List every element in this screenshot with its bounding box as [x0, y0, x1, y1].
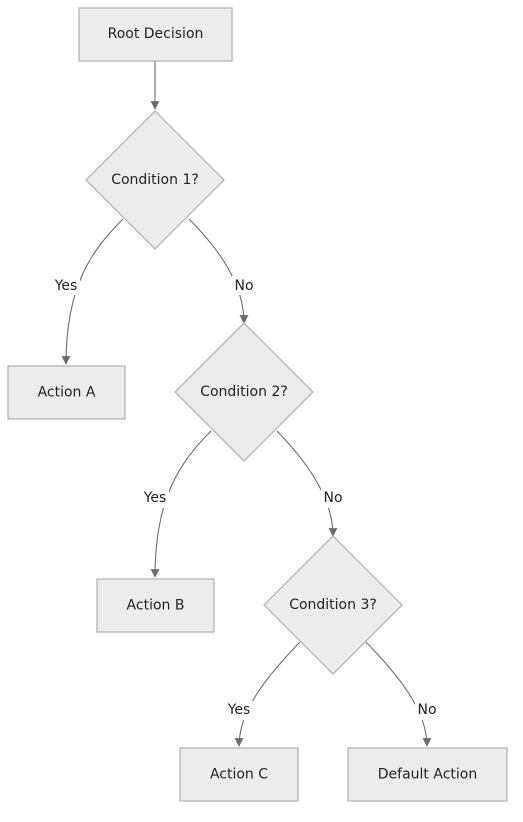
edge-condition-3-yes — [234, 641, 301, 747]
edge-label-condition-2-no: No — [321, 489, 345, 508]
edge-condition-3-no — [365, 641, 432, 747]
node-label: Condition 3? — [289, 597, 377, 613]
edge-condition-1-yes — [61, 218, 124, 365]
edge-label-condition-1-no: No — [232, 276, 256, 295]
node-default-action[interactable]: Default Action — [347, 747, 508, 802]
node-condition-1[interactable]: Condition 1? — [85, 110, 225, 250]
edge-labels: Yes No Yes No Yes No — [52, 276, 439, 720]
node-label: Condition 1? — [111, 172, 199, 188]
edge-label-text: No — [234, 278, 253, 294]
node-action-a[interactable]: Action A — [7, 365, 126, 420]
node-label: Condition 2? — [200, 384, 288, 400]
edge-label-text: Yes — [143, 490, 167, 506]
node-label: Default Action — [378, 767, 477, 783]
edge-condition-1-no — [188, 218, 249, 324]
edge-label-text: No — [417, 702, 436, 718]
edge-label-text: No — [323, 490, 342, 506]
node-label: Action B — [127, 598, 185, 614]
nodes: Root Decision Condition 1? Action A Cond… — [7, 7, 508, 802]
edge-label-condition-2-yes: Yes — [141, 489, 169, 508]
node-root-decision[interactable]: Root Decision — [78, 7, 233, 62]
edge-label-text: Yes — [227, 702, 251, 718]
node-label: Action A — [38, 385, 96, 401]
node-condition-2[interactable]: Condition 2? — [174, 322, 314, 462]
node-action-b[interactable]: Action B — [96, 578, 215, 633]
node-action-c[interactable]: Action C — [179, 747, 299, 802]
edge-label-text: Yes — [54, 278, 78, 294]
edge-condition-2-yes — [150, 430, 212, 578]
node-label: Root Decision — [108, 26, 204, 42]
edge-label-condition-3-no: No — [415, 701, 439, 720]
node-condition-3[interactable]: Condition 3? — [263, 535, 403, 675]
edge-label-condition-1-yes: Yes — [52, 276, 80, 295]
edge-condition-2-no — [276, 430, 338, 537]
edges — [61, 61, 432, 747]
node-label: Action C — [210, 767, 268, 783]
edge-label-condition-3-yes: Yes — [225, 701, 253, 720]
